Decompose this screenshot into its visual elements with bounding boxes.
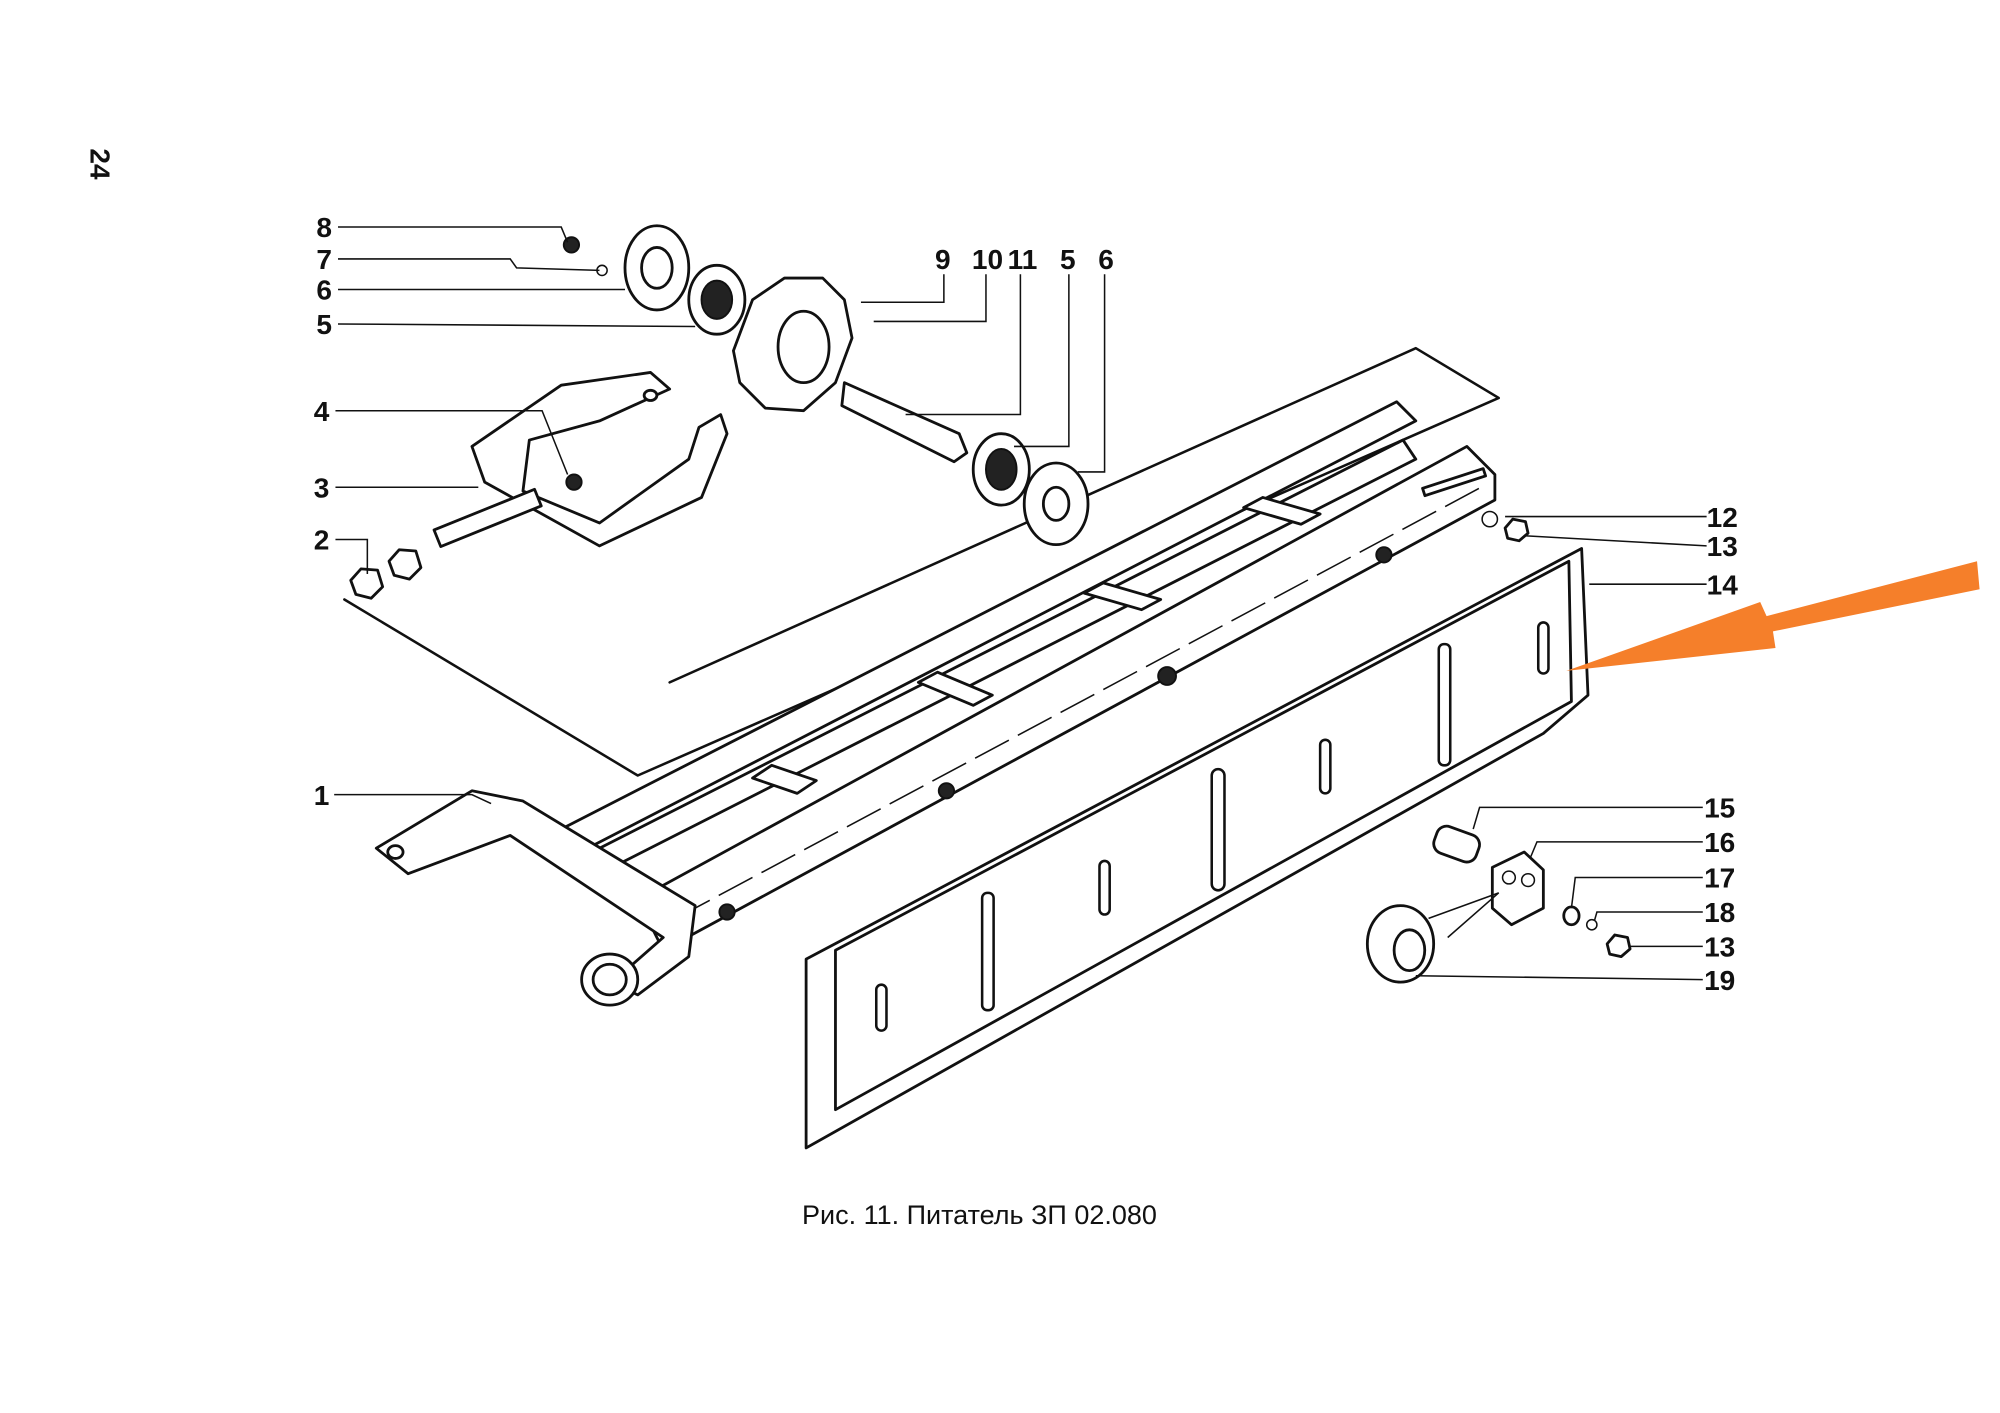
callout-labels: 8 7 6 5 4 3 2 1 9 10 11 5 6 12 13 14 15 …	[314, 212, 1738, 996]
leader-lines	[334, 226, 1707, 981]
side-panel-part-14	[804, 547, 1590, 1150]
callout-4: 4	[314, 396, 330, 427]
callout-14: 14	[1707, 569, 1739, 600]
callout-7: 7	[316, 244, 332, 275]
callout-6b: 6	[1098, 244, 1114, 275]
callout-10: 10	[972, 244, 1003, 275]
callout-19: 19	[1704, 965, 1735, 996]
callout-11: 11	[1008, 244, 1038, 275]
callout-18: 18	[1704, 897, 1735, 928]
sprocket-assembly	[562, 224, 1090, 547]
assembly-outline	[343, 346, 1500, 777]
callout-12: 12	[1707, 502, 1738, 533]
bracket-part-3	[432, 371, 729, 548]
callout-15: 15	[1704, 793, 1735, 824]
callout-6: 6	[316, 275, 332, 306]
callout-3: 3	[314, 472, 330, 503]
figure-caption: Рис. 11. Питатель ЗП 02.080	[802, 1200, 1157, 1230]
callout-5b: 5	[1060, 244, 1076, 275]
nut-part-2	[349, 567, 385, 600]
callout-8: 8	[316, 212, 332, 243]
frame-part-1	[374, 400, 1497, 1007]
studs	[718, 546, 1393, 921]
nut	[387, 548, 423, 581]
orange-pointer-arrow-icon	[1566, 561, 1980, 671]
callout-2: 2	[314, 525, 330, 556]
roller-assembly	[1365, 510, 1632, 984]
callout-13: 13	[1707, 531, 1738, 562]
callout-17: 17	[1704, 863, 1735, 894]
callout-16: 16	[1704, 827, 1735, 858]
callout-5: 5	[316, 309, 332, 340]
callout-1: 1	[314, 780, 330, 811]
callout-13b: 13	[1704, 932, 1735, 963]
callout-9: 9	[935, 244, 951, 275]
